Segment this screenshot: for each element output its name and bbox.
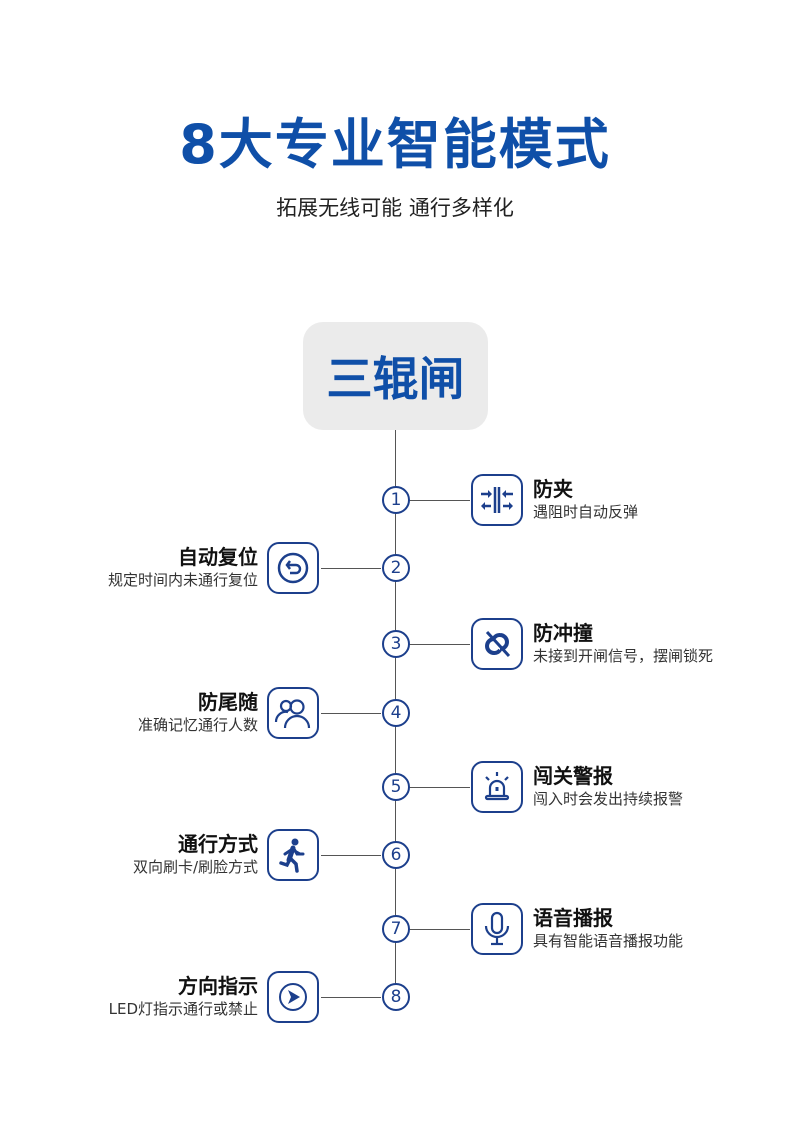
microphone-icon (471, 903, 523, 955)
connector (408, 787, 470, 788)
feature-title: 防冲撞 (533, 621, 593, 645)
step-number: 7 (382, 915, 410, 943)
feature-title: 防夹 (533, 477, 573, 501)
feature-text: 通行方式双向刷卡/刷脸方式 (133, 831, 258, 877)
feature-text: 防夹遇阻时自动反弹 (533, 476, 638, 522)
feature-title: 通行方式 (178, 832, 258, 856)
feature-text: 语音播报具有智能语音播报功能 (533, 905, 683, 951)
feature-desc: LED灯指示通行或禁止 (108, 1000, 258, 1018)
feature-desc: 未接到开闸信号，摆闸锁死 (533, 647, 714, 665)
step-number: 6 (382, 841, 410, 869)
connector (408, 644, 470, 645)
step-number: 4 (382, 699, 410, 727)
feature-title: 自动复位 (178, 545, 258, 569)
connector (321, 855, 381, 856)
reset-icon (267, 542, 319, 594)
connector (408, 500, 470, 501)
feature-title: 防尾随 (198, 690, 258, 714)
feature-title: 语音播报 (533, 906, 613, 930)
feature-desc: 准确记忆通行人数 (137, 716, 258, 734)
step-number: 2 (382, 554, 410, 582)
feature-desc: 具有智能语音播报功能 (533, 932, 684, 950)
step-number: 5 (382, 773, 410, 801)
feature-desc: 闯入时会发出持续报警 (533, 790, 684, 808)
alarm-light-icon (471, 761, 523, 813)
feature-text: 自动复位规定时间内未通行复位 (108, 544, 258, 590)
feature-text: 防尾随准确记忆通行人数 (138, 689, 258, 735)
page-title: 8大专业智能模式 (179, 113, 611, 176)
feature-desc: 遇阻时自动反弹 (533, 503, 639, 521)
feature-title: 闯关警报 (533, 764, 613, 788)
step-number: 1 (382, 486, 410, 514)
connector (321, 568, 381, 569)
unlink-icon (471, 618, 523, 670)
anti-pinch-icon (471, 474, 523, 526)
feature-desc: 规定时间内未通行复位 (107, 571, 258, 589)
step-number: 3 (382, 630, 410, 658)
connector (408, 929, 470, 930)
feature-text: 闯关警报闯入时会发出持续报警 (533, 763, 683, 809)
feature-desc: 双向刷卡/刷脸方式 (132, 858, 258, 876)
product-name-box: 三辊闸 (303, 322, 488, 430)
feature-text: 防冲撞未接到开闸信号，摆闸锁死 (533, 620, 713, 666)
feature-text: 方向指示 LED灯指示通行或禁止 (109, 973, 258, 1019)
people-icon (267, 687, 319, 739)
direction-arrow-icon (267, 971, 319, 1023)
feature-title: 方向指示 (178, 974, 258, 998)
connector (321, 997, 381, 998)
running-person-icon (267, 829, 319, 881)
page-subtitle: 拓展无线可能 通行多样化 (276, 196, 514, 220)
step-number: 8 (382, 983, 410, 1011)
connector (321, 713, 381, 714)
